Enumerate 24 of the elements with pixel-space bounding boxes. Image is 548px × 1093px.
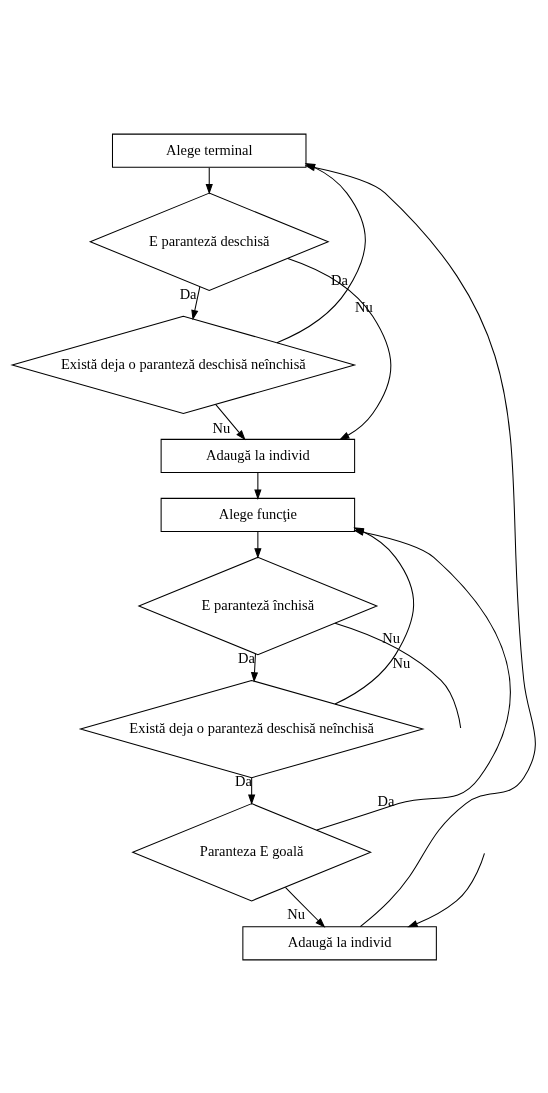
edge-label: Nu [382, 629, 401, 646]
node-diamond: Există deja o paranteză deschisă neînchisă [10, 315, 357, 414]
arrow [215, 403, 246, 440]
edge-label: Nu [392, 654, 411, 671]
node-box: Alege funcţie [160, 497, 356, 532]
edge-label: Nu [212, 419, 231, 436]
node-box: Alege terminal [111, 133, 307, 168]
arrow [205, 166, 213, 194]
arrow [407, 852, 485, 927]
arrow [287, 257, 392, 440]
arrow [254, 471, 262, 500]
arrow [276, 162, 366, 343]
edge-label: Da [330, 271, 348, 288]
arrow [254, 530, 262, 559]
arrow [304, 163, 536, 927]
connector [334, 622, 462, 728]
edge-label: Nu [287, 905, 305, 922]
arrow [250, 652, 259, 683]
arrow [284, 886, 326, 928]
arrow [191, 285, 201, 320]
node-box: Adaugă la individ [242, 925, 437, 960]
node-diamond: Paranteza E goală [131, 802, 373, 901]
edge-label: Da [377, 792, 395, 809]
node-box: Adaugă la individ [160, 438, 356, 473]
